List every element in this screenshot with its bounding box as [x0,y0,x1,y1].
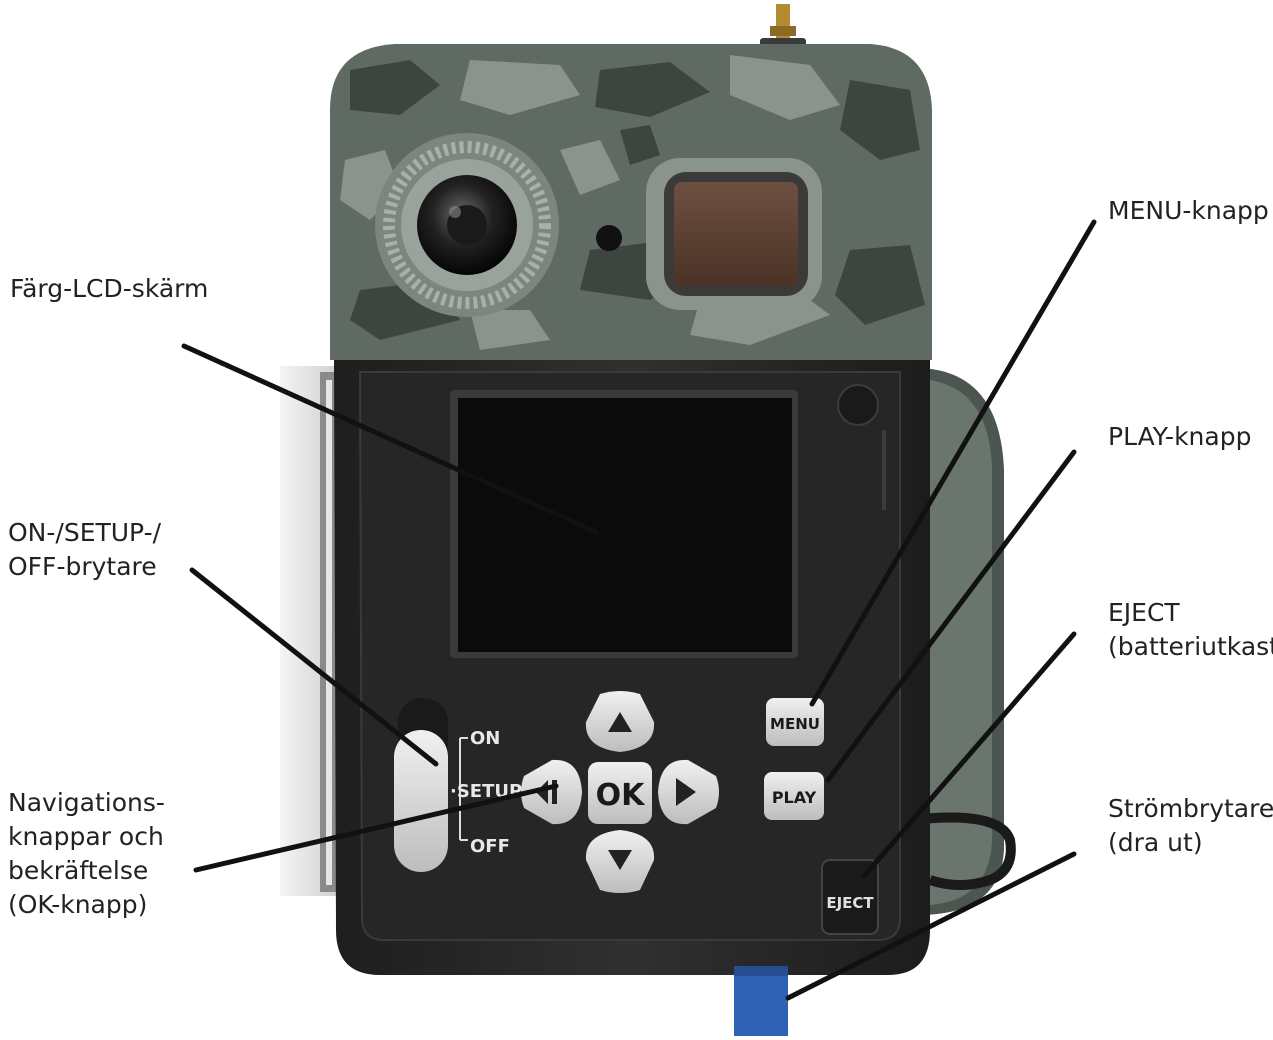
lcd-screen [450,390,798,658]
menu-button[interactable] [766,698,824,746]
label-menu-button: MENU-knapp [1108,196,1269,225]
nav-right-button[interactable] [658,759,719,825]
label-navigation-buttons: Navigations- knappar och bekräftelse (OK… [8,788,165,919]
ok-button[interactable] [588,762,652,824]
leader-nav [193,783,559,873]
pir-sensor-window [646,158,822,310]
camera-lens-icon [375,133,559,317]
label-lcd-screen: Färg-LCD-skärm [10,274,209,303]
label-play-button: PLAY-knapp [1108,422,1252,451]
leader-power [785,851,1077,1001]
leader-lines [181,219,1097,1001]
play-button-label: PLAY [772,788,817,807]
leader-lcd [181,343,599,535]
switch-label-off: OFF [470,836,510,857]
nav-up-button[interactable] [585,691,655,752]
ok-button-label: OK [596,778,647,813]
play-button[interactable] [764,772,824,820]
switch-label-on: ON [470,728,500,749]
power-pull-tab[interactable] [734,966,788,1036]
antenna-icon [760,4,806,50]
side-door [911,368,1016,915]
leader-play [825,449,1077,783]
label-power-switch: ON-/SETUP-/ OFF-brytare [8,518,162,581]
menu-button-label: MENU [770,715,820,733]
leader-switch [189,567,439,767]
eject-button-label: EJECT [826,894,874,912]
leader-eject [861,631,1077,879]
label-eject-button: EJECT (batteriutkast) [1108,598,1273,661]
mounting-bracket [280,366,340,896]
light-sensor-icon [596,225,622,251]
label-power-pull-tab: Strömbrytare (dra ut) [1108,794,1273,857]
nav-down-button[interactable] [585,830,655,893]
leader-menu [809,219,1097,707]
